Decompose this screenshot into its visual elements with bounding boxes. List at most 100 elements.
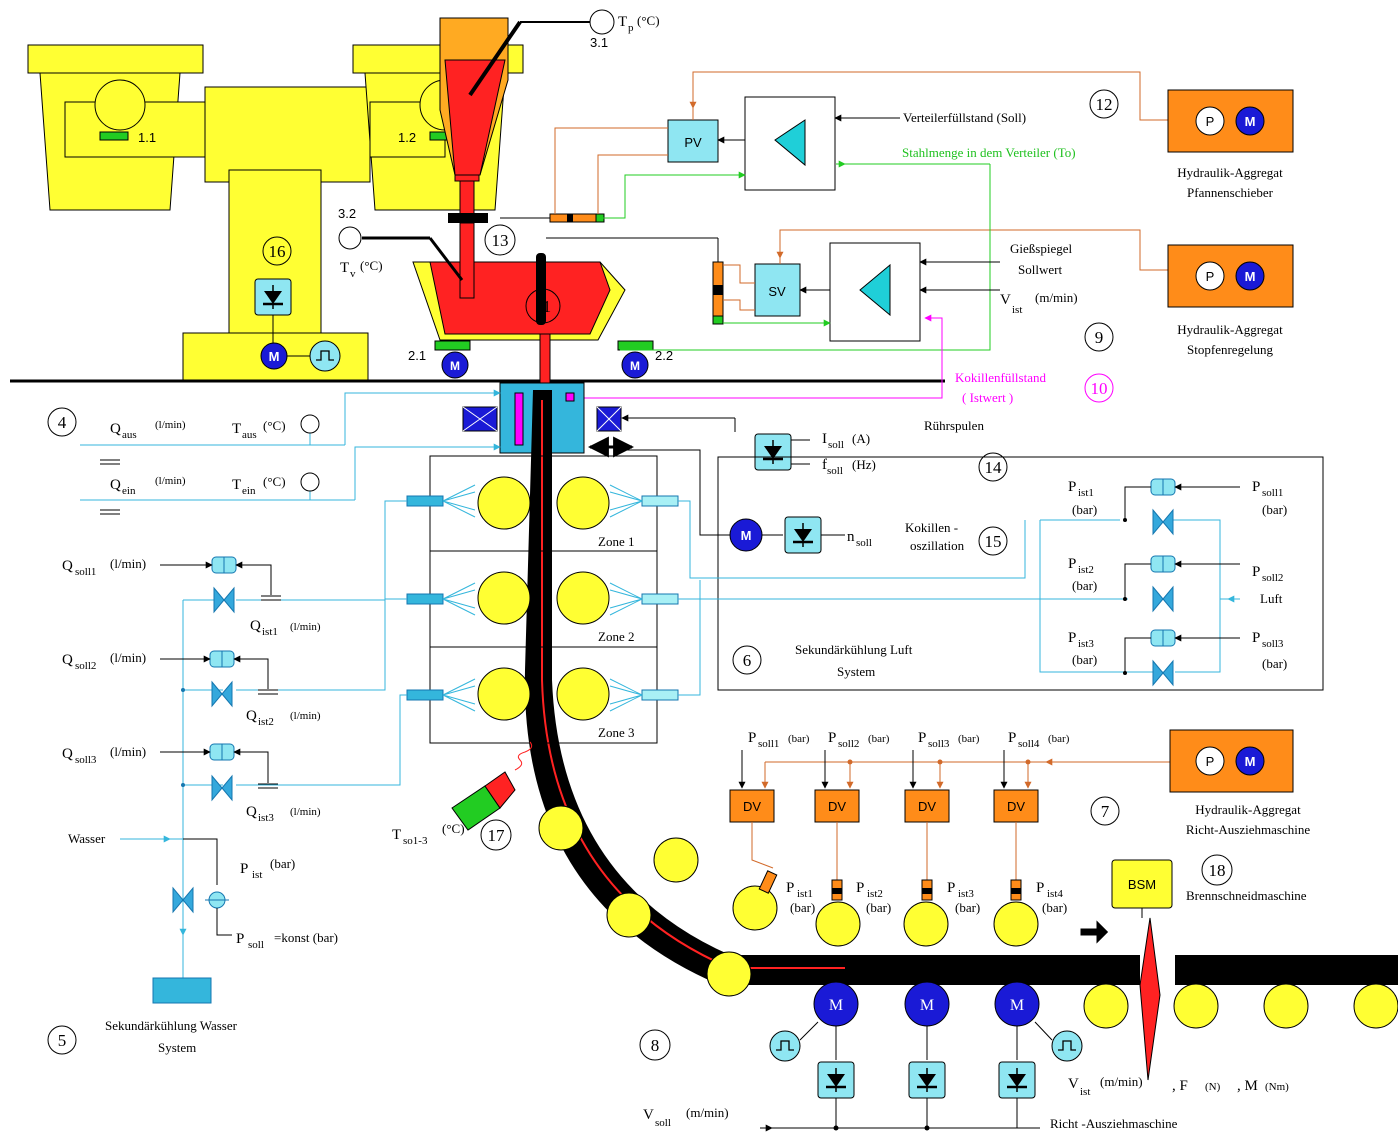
svg-text:Q: Q bbox=[110, 421, 121, 437]
svg-text:ist: ist bbox=[1080, 1086, 1090, 1098]
stirring-coils: I soll (A) f soll (Hz) Rührspulen 14 bbox=[755, 418, 1007, 481]
svg-text:Verteilerfüllstand (Soll): Verteilerfüllstand (Soll) bbox=[903, 110, 1026, 125]
svg-text:(bar): (bar) bbox=[1262, 502, 1287, 517]
svg-text:P: P bbox=[856, 880, 864, 896]
svg-text:ist3: ist3 bbox=[958, 888, 974, 900]
svg-text:, M: , M bbox=[1237, 1078, 1258, 1094]
svg-text:, F: , F bbox=[1172, 1078, 1188, 1094]
turret-pulse-icon bbox=[310, 341, 340, 371]
svg-text:(l/min): (l/min) bbox=[290, 710, 321, 722]
svg-text:(m/min): (m/min) bbox=[1100, 1074, 1143, 1089]
svg-text:Sekundärkühlung Wasser: Sekundärkühlung Wasser bbox=[105, 1018, 238, 1033]
svg-text:soll: soll bbox=[828, 439, 844, 451]
svg-text:Q: Q bbox=[246, 708, 257, 724]
svg-text:soll: soll bbox=[655, 1117, 671, 1129]
svg-text:Gießspiegel: Gießspiegel bbox=[1010, 241, 1072, 256]
turret-motor-icon: M bbox=[261, 343, 287, 369]
svg-text:soll2: soll2 bbox=[75, 660, 96, 672]
svg-text:P: P bbox=[1206, 114, 1215, 129]
svg-text:=konst (bar): =konst (bar) bbox=[274, 930, 338, 945]
svg-text:M: M bbox=[450, 359, 460, 373]
svg-text:(Hz): (Hz) bbox=[852, 457, 876, 472]
svg-text:3.1: 3.1 bbox=[590, 35, 608, 50]
svg-text:soll2: soll2 bbox=[1262, 572, 1283, 584]
svg-text:(m/min): (m/min) bbox=[1035, 290, 1078, 305]
svg-text:Rührspulen: Rührspulen bbox=[924, 418, 984, 433]
svg-text:P: P bbox=[1206, 269, 1215, 284]
svg-text:P: P bbox=[1252, 479, 1260, 495]
svg-text:P: P bbox=[1206, 754, 1215, 769]
svg-text:PV: PV bbox=[684, 135, 702, 150]
svg-text:soll1: soll1 bbox=[75, 566, 96, 578]
svg-text:System: System bbox=[158, 1040, 196, 1055]
svg-text:v: v bbox=[350, 268, 356, 280]
svg-text:(bar): (bar) bbox=[1048, 733, 1070, 745]
svg-text:P: P bbox=[1252, 564, 1260, 580]
svg-text:P: P bbox=[947, 880, 955, 896]
svg-text:(l/min): (l/min) bbox=[290, 806, 321, 818]
tundish: M M 2.1 2.2 11 13 bbox=[408, 213, 673, 389]
svg-text:Richt-Ausziehmaschine: Richt-Ausziehmaschine bbox=[1186, 822, 1310, 837]
svg-text:Zone 2: Zone 2 bbox=[598, 629, 634, 644]
svg-text:so1-3: so1-3 bbox=[403, 835, 428, 847]
svg-text:Q: Q bbox=[110, 477, 121, 493]
svg-text:(l/min): (l/min) bbox=[155, 419, 186, 431]
svg-text:3.2: 3.2 bbox=[338, 206, 356, 221]
svg-text:Stopfenregelung: Stopfenregelung bbox=[1187, 342, 1273, 357]
withdrawal-pulse-1-icon bbox=[770, 1031, 800, 1061]
svg-text:P: P bbox=[1068, 556, 1076, 572]
svg-text:Hydraulik-Aggregat: Hydraulik-Aggregat bbox=[1177, 165, 1283, 180]
withdrawal-motor-1-icon: M bbox=[814, 982, 858, 1026]
svg-text:M: M bbox=[1245, 269, 1256, 284]
mould bbox=[463, 383, 735, 453]
secondary-cooling-air: Luft P ist1 (bar) P ist2 (bar) P ist3 (b… bbox=[678, 457, 1323, 695]
tso-camera: T so1-3 (°C) 17 bbox=[392, 742, 532, 850]
svg-text:(bar): (bar) bbox=[790, 900, 815, 915]
svg-text:P: P bbox=[1252, 630, 1260, 646]
svg-text:soll1: soll1 bbox=[758, 738, 779, 750]
svg-text:Q: Q bbox=[250, 618, 261, 634]
svg-text:(l/min): (l/min) bbox=[110, 650, 146, 665]
svg-text:(Nm): (Nm) bbox=[1265, 1081, 1289, 1093]
svg-text:aus: aus bbox=[122, 429, 137, 441]
svg-text:Pfannenschieber: Pfannenschieber bbox=[1187, 185, 1274, 200]
svg-text:SV: SV bbox=[768, 284, 786, 299]
svg-text:ist4: ist4 bbox=[1047, 888, 1063, 900]
svg-text:ist1: ist1 bbox=[1078, 487, 1094, 499]
svg-text:(bar): (bar) bbox=[1072, 652, 1097, 667]
svg-text:17: 17 bbox=[488, 826, 506, 845]
svg-text:I: I bbox=[822, 431, 827, 447]
svg-text:(N): (N) bbox=[1205, 1081, 1221, 1093]
svg-text:ist1: ist1 bbox=[797, 888, 813, 900]
svg-text:16: 16 bbox=[269, 242, 286, 261]
svg-text:(m/min): (m/min) bbox=[686, 1105, 729, 1120]
svg-text:oszillation: oszillation bbox=[910, 538, 965, 553]
svg-text:M: M bbox=[741, 528, 752, 543]
svg-text:10: 10 bbox=[1091, 379, 1108, 398]
svg-text:4: 4 bbox=[58, 413, 67, 432]
turret-drive-thyristor-icon bbox=[255, 279, 291, 315]
tundish-car-motor-2-icon: M bbox=[622, 352, 648, 378]
svg-text:2.1: 2.1 bbox=[408, 348, 426, 363]
svg-text:12: 12 bbox=[1096, 95, 1113, 114]
svg-text:P: P bbox=[1068, 479, 1076, 495]
svg-text:Luft: Luft bbox=[1260, 591, 1283, 606]
svg-text:V: V bbox=[643, 1107, 654, 1123]
svg-text:T: T bbox=[392, 827, 401, 843]
svg-text:(°C): (°C) bbox=[263, 418, 286, 433]
svg-text:DV: DV bbox=[918, 799, 936, 814]
ladle-1-label: 1.1 bbox=[138, 130, 156, 145]
svg-text:6: 6 bbox=[743, 651, 752, 670]
svg-text:ist: ist bbox=[1012, 304, 1022, 316]
svg-text:13: 13 bbox=[492, 231, 509, 250]
label-16: 16 bbox=[263, 237, 291, 265]
svg-text:Q: Q bbox=[246, 804, 257, 820]
withdrawal-pulse-2-icon bbox=[1052, 1031, 1082, 1061]
svg-text:DV: DV bbox=[1007, 799, 1025, 814]
svg-text:Stahlmenge in dem Verteiler (T: Stahlmenge in dem Verteiler (To) bbox=[902, 145, 1076, 160]
svg-text:T: T bbox=[232, 421, 241, 437]
secondary-cooling-water: Q soll1 (l/min) Q soll2 (l/min) Q soll3 … bbox=[48, 501, 407, 1055]
svg-text:DV: DV bbox=[828, 799, 846, 814]
svg-text:(bar): (bar) bbox=[270, 856, 295, 871]
